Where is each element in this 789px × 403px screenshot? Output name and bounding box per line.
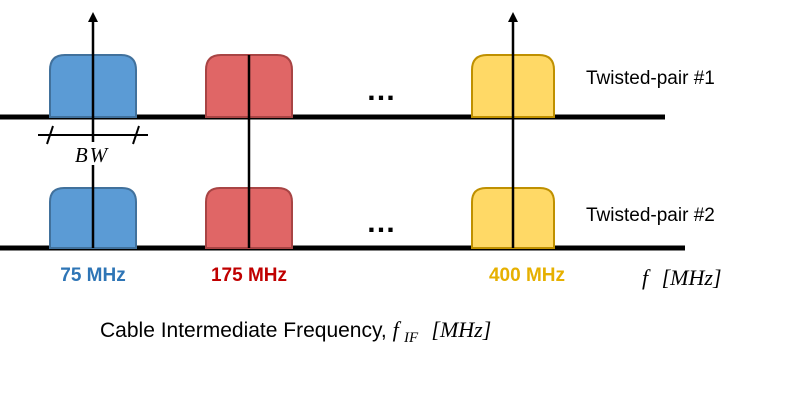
row-2-label: Twisted-pair #2: [586, 205, 715, 226]
caption-var: f: [393, 317, 402, 342]
frequency-axis-label: f [MHz]: [642, 265, 722, 290]
freq-label-400: 400 MHz: [489, 265, 565, 286]
row-1-label: Twisted-pair #1: [586, 68, 715, 89]
frequency-axis-unit: [MHz]: [662, 265, 722, 290]
caption-subscript: IF: [403, 330, 419, 346]
freq-label-75: 75 MHz: [60, 265, 125, 286]
bandwidth-right-tick: [132, 125, 140, 145]
freq-label-175: 175 MHz: [211, 265, 287, 286]
bandwidth-label: BW: [75, 143, 110, 167]
frequency-axis-var: f: [642, 265, 651, 290]
caption-unit: [MHz]: [431, 317, 491, 342]
caption-text: Cable Intermediate Frequency,: [100, 319, 393, 342]
bandwidth-left-tick: [46, 125, 54, 145]
diagram-caption: Cable Intermediate Frequency, f IF [MHz]: [100, 317, 491, 347]
row-2-ellipsis: …: [366, 206, 396, 239]
row-1-ellipsis: …: [366, 74, 396, 107]
